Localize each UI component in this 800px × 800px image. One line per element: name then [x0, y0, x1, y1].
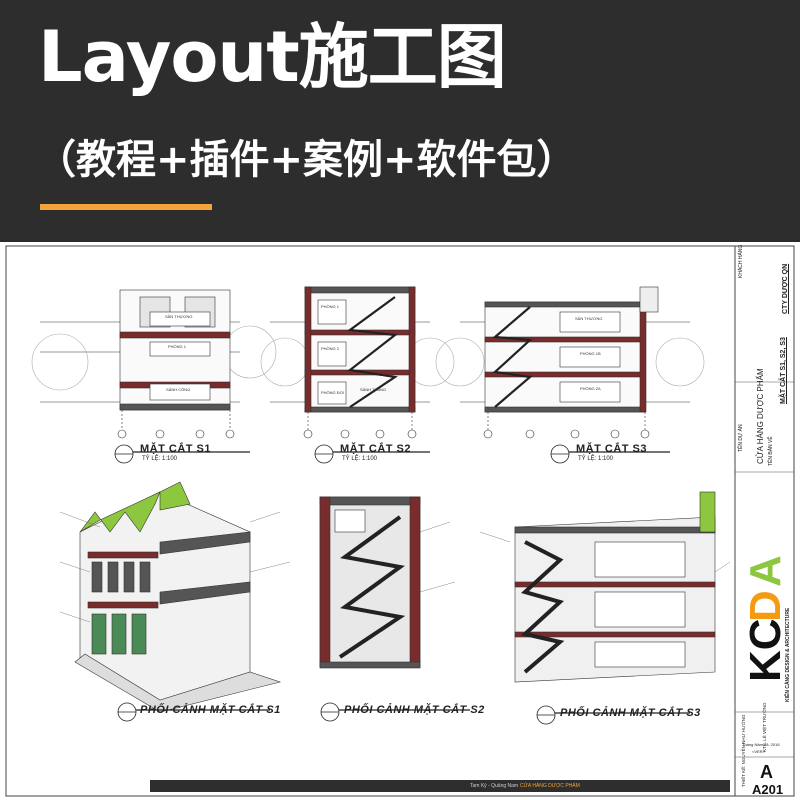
accent-underline: [40, 204, 212, 210]
perspective-s3-drawing: [514, 491, 716, 683]
perspective-s2-drawing: [319, 496, 421, 669]
footer-bar: [150, 780, 730, 792]
svg-text:A: A: [741, 555, 790, 587]
section-s2-scale: TỶ LỆ: 1:100: [342, 456, 378, 462]
section-s1-scale: TỶ LỆ: 1:100: [142, 456, 178, 462]
room-label: SẢNH CÔNG: [166, 387, 191, 392]
room-label: PHÒNG 1: [321, 304, 340, 309]
version: <VER>: [752, 749, 765, 754]
sheet-letter: A: [760, 762, 773, 782]
svg-text:D: D: [741, 590, 790, 622]
section-s3-label: MẶT CẮT S3: [576, 443, 647, 455]
footer-location: Tam Kỳ - Quảng Nam: [470, 783, 519, 789]
client-label: KHÁCH HÀNG: [738, 244, 744, 278]
page-subtitle: （教程+插件+案例+软件包）: [36, 137, 577, 183]
perspective-s3-label: PHỐI CẢNH MẶT CẮT S3: [560, 707, 701, 719]
section-s2-drawing: [260, 286, 455, 439]
svg-text:KC: KC: [741, 618, 790, 682]
footer-project: CỬA HÀNG DƯỢC PHẨM: [520, 783, 580, 789]
room-label: SẢNH THANG: [360, 387, 387, 392]
section-s3-scale: TỶ LỆ: 1:100: [578, 456, 614, 462]
drawing-sheet: KC D A MẶT CẮT S1 TỶ LỆ: 1:100 MẶT CẮT S…: [0, 242, 800, 800]
designer: THIẾT KẾ: NGUYỄN NHƯ HƯỜNG: [741, 714, 746, 787]
room-label: PHÒNG 1B: [580, 351, 601, 356]
sheet-number: A201: [752, 782, 784, 797]
section-s1-label: MẶT CẮT S1: [140, 443, 211, 455]
client-name: CTY DƯỢC QN: [782, 263, 789, 314]
perspective-s2-label: PHỐI CẢNH MẶT CẮT S2: [344, 704, 485, 716]
project-name: CỬA HÀNG DƯỢC PHẨM: [756, 368, 765, 464]
firm-name: KIẾN CÀNG DESIGN & ARCHITECTURE: [785, 607, 791, 702]
room-label: SÂN THƯỢNG: [165, 314, 193, 319]
room-label: PHÒNG 1: [168, 344, 187, 349]
room-label: PHÒNG ĐỢI: [321, 390, 345, 395]
room-label: SÂN THƯỢNG: [575, 316, 603, 321]
room-label: PHÒNG 2: [321, 346, 340, 351]
date: Tháng Năm 28, 2016: [742, 742, 780, 747]
room-label: PHÒNG 2A: [580, 386, 601, 391]
firm-logo-graphic: KC D A: [741, 482, 790, 682]
perspective-s1-label: PHỐI CẢNH MẶT CẮT S1: [140, 704, 281, 716]
page-title: Layout施工图: [38, 16, 507, 98]
header-banner: Layout施工图 （教程+插件+案例+软件包）: [0, 0, 800, 240]
section-s2-label: MẶT CẮT S2: [340, 443, 411, 455]
drawing-canvas: KC D A: [5, 245, 795, 797]
section-s3-drawing: [435, 286, 705, 439]
drawing-name: MẶT CẮT S1, S2, S3: [780, 337, 787, 404]
project-label: TÊN DỰ ÁN: [738, 424, 744, 452]
section-s1-drawing: [31, 289, 277, 439]
drawing-label: TÊN BẢN VẼ: [768, 436, 774, 466]
perspective-s1-drawing: [74, 481, 282, 713]
